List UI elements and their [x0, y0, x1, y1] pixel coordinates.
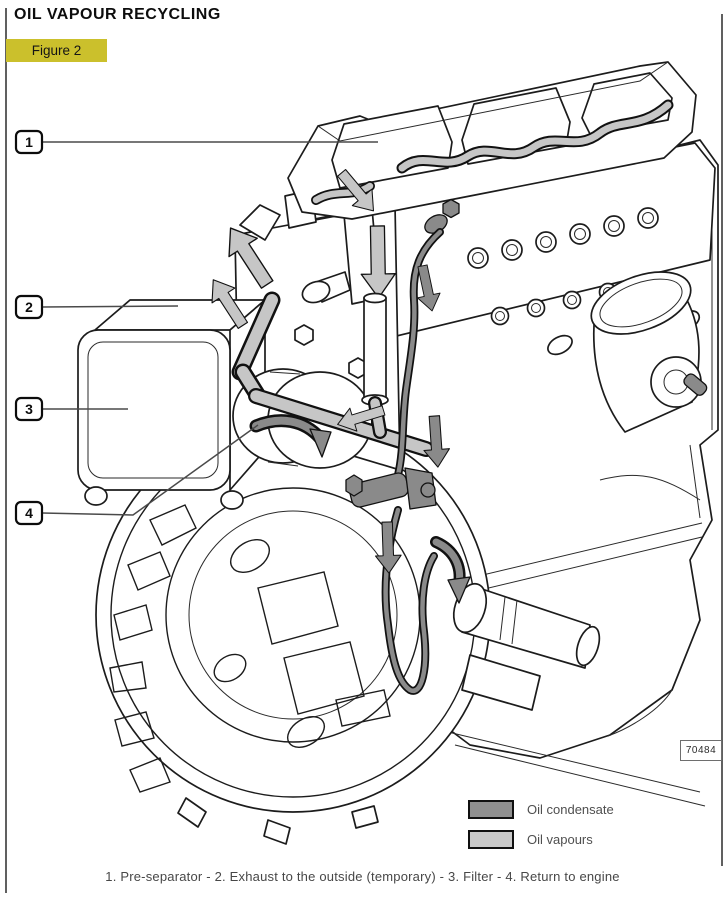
vapour-ribbon [398, 101, 672, 172]
legend-swatch-vapours [468, 830, 514, 849]
callout-2: 2 [14, 294, 179, 320]
figure-caption: 1. Pre-separator - 2. Exhaust to the out… [105, 869, 620, 884]
legend-label-vapours: Oil vapours [527, 832, 593, 847]
page-borders [5, 8, 723, 893]
starter-motor [452, 582, 601, 711]
vapour-arrow-exhaust-2 [211, 279, 249, 329]
figure-ref-code: 70484 [685, 745, 717, 756]
filter-box [77, 329, 231, 491]
condensate-arrow-down-3 [375, 521, 402, 574]
page-title: OIL VAPOUR RECYCLING [14, 6, 221, 23]
condensate-hose-loop [383, 507, 437, 693]
legend-item-vapours: Oil vapours [468, 830, 614, 849]
intake-tube [590, 271, 702, 433]
figure-label: Figure 2 [31, 43, 82, 58]
callout-3-label: 3 [25, 401, 33, 417]
condensate-arrow-down-1 [417, 264, 441, 312]
vapour-arrow-exhaust-1 [228, 227, 274, 289]
legend-label-condensate: Oil condensate [527, 802, 614, 817]
legend: Oil condensate Oil vapours [468, 800, 614, 849]
figure-ref-code-box: 70484 [680, 740, 722, 761]
condensate-hose-upper [395, 229, 443, 478]
vapour-pipe-exhaust [234, 294, 278, 378]
oil-condensate-flow [249, 198, 708, 695]
condensate-banjo-bolt [442, 198, 460, 219]
callout-2-label: 2 [25, 299, 33, 315]
callout-3-box [14, 396, 44, 422]
legend-item-condensate: Oil condensate [468, 800, 614, 819]
condensate-stub-right [683, 373, 708, 396]
callout-1-label: 1 [25, 134, 33, 150]
callouts: 1 2 3 4 [14, 129, 378, 526]
figure-label-chip: Figure 2 [6, 39, 107, 62]
callout-4-leader [41, 424, 259, 516]
callout-4: 4 [14, 424, 259, 526]
condensate-union-fitting [345, 467, 437, 510]
vapour-arrow-down-tube [360, 225, 396, 299]
oil-vapour-flow [211, 99, 674, 457]
dipstick-tube [363, 297, 387, 401]
vapour-arrow-pipe-left [337, 405, 386, 432]
legend-swatch-condensate [468, 800, 514, 819]
condensate-arrow-down-2 [423, 415, 450, 468]
vapour-arrow-cover-exit [337, 168, 375, 212]
callout-4-label: 4 [25, 505, 33, 521]
callout-1: 1 [14, 129, 378, 155]
condensate-arrow-curved-head [447, 576, 471, 604]
cover-hump-1 [331, 105, 453, 189]
callout-3: 3 [14, 396, 128, 422]
callout-1-box [14, 129, 44, 155]
condensate-return-head [309, 428, 332, 458]
callout-2-box [14, 294, 44, 320]
callout-2-leader [41, 305, 179, 308]
callout-4-box [14, 500, 44, 526]
